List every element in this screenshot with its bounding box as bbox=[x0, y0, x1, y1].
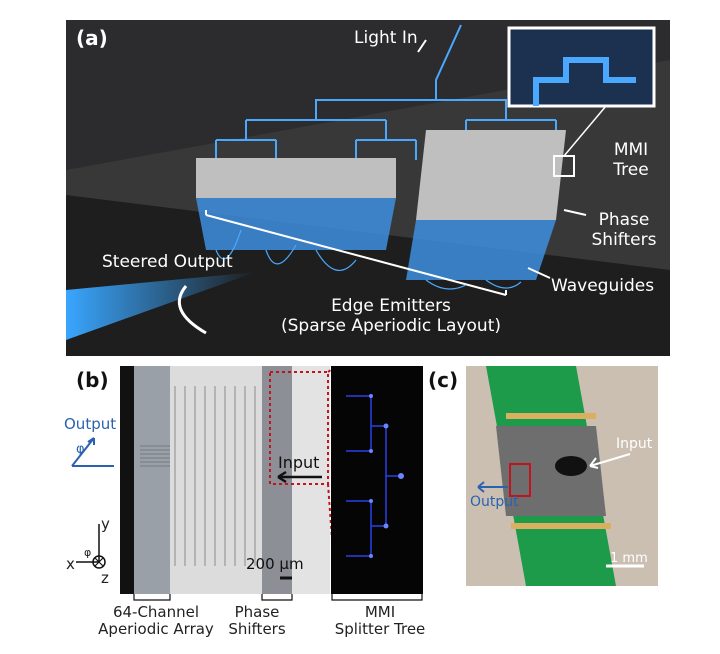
output-label: Output bbox=[64, 415, 117, 433]
left-phase-shifters bbox=[196, 158, 396, 198]
waveguides bbox=[215, 229, 522, 290]
chip bbox=[496, 426, 606, 516]
axis-z-label: z bbox=[101, 569, 109, 587]
steered-output-beam bbox=[66, 272, 256, 340]
light-in-waveguide bbox=[435, 24, 462, 100]
output-label-c: Output bbox=[470, 494, 519, 510]
input-label-c: Input bbox=[616, 436, 653, 452]
axis-y-label: y bbox=[101, 515, 110, 533]
waveguides-arrow bbox=[527, 267, 551, 279]
mmi-splitter-zoom bbox=[331, 366, 423, 594]
panel-c-photo: Input Output 1 mm bbox=[466, 366, 658, 586]
input-arrow-b bbox=[277, 470, 322, 484]
panel-b-micrograph: 200 μm Input bbox=[120, 366, 330, 594]
panel-b-tag: (b) bbox=[76, 368, 109, 392]
zoom-region bbox=[269, 371, 329, 485]
panel-c-tag: (c) bbox=[428, 368, 459, 392]
output-region-box bbox=[509, 463, 531, 497]
chip-rendering bbox=[66, 24, 670, 356]
axis-diagram bbox=[76, 524, 106, 569]
steered-output-label: Steered Output bbox=[102, 252, 233, 272]
panel-a-tag: (a) bbox=[76, 26, 108, 50]
input-arrow-c bbox=[589, 453, 631, 469]
axis-phi-label: φ bbox=[84, 546, 92, 559]
panel-b-brackets bbox=[133, 594, 423, 601]
left-mmi-tree bbox=[215, 99, 436, 160]
light-in-arrow bbox=[417, 39, 427, 53]
zoom-connector bbox=[327, 366, 337, 594]
mmi-inset bbox=[507, 26, 656, 108]
output-angle-diagram bbox=[71, 437, 114, 467]
axis-x-label: x bbox=[66, 555, 75, 573]
edge-emitter-bracket bbox=[205, 210, 507, 296]
phase-shifters-arrow bbox=[563, 209, 587, 216]
scale-bar-c: 1 mm bbox=[610, 551, 648, 566]
waveguides-label: Waveguides bbox=[551, 276, 655, 296]
output-arrow-c bbox=[477, 481, 508, 493]
edge-emitters-label: Edge Emitters(Sparse Aperiodic Layout) bbox=[280, 296, 502, 336]
right-phase-shifters bbox=[416, 130, 566, 220]
input-label-b: Input bbox=[278, 453, 320, 472]
output-phi: φ bbox=[76, 442, 85, 457]
light-in-label: Light In bbox=[354, 28, 418, 48]
scale-bar-b: 200 μm bbox=[246, 555, 304, 573]
steer-arc-arrow bbox=[177, 285, 207, 335]
